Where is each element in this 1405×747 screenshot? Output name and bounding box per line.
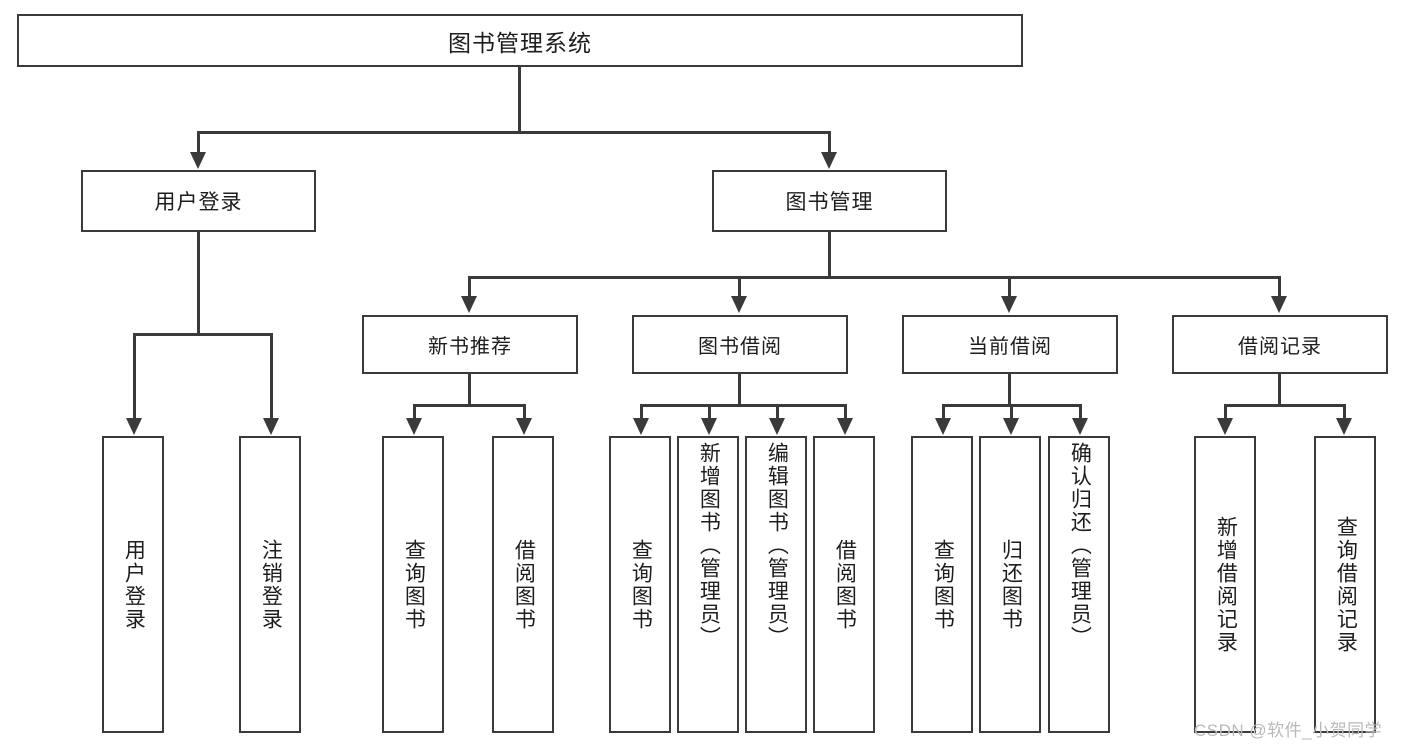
arrowhead-leaf-user-login	[126, 418, 142, 435]
arrowhead-leaf-confirm-return	[1072, 418, 1088, 435]
node-book-management[interactable]: 图书管理	[712, 170, 947, 232]
arrowhead-leaf-add-record	[1217, 418, 1233, 435]
arrowhead-leaf-query-record	[1336, 418, 1352, 435]
connector-book-borrow-drop-2	[708, 404, 711, 419]
connector-root-stem	[518, 67, 521, 132]
leaf-add-book-admin[interactable]: 新增图书（管理员）	[677, 436, 739, 733]
leaf-add-borrow-record[interactable]: 新增借阅记录	[1194, 436, 1256, 733]
arrowhead-borrow-record	[1271, 296, 1287, 313]
leaf-label: 查询图书	[931, 538, 955, 631]
connector-borrow-record-stem	[1278, 374, 1281, 406]
connector-book-mgmt-stem	[828, 232, 831, 278]
leaf-label: 注销登录	[259, 538, 283, 631]
leaf-label: 新增借阅记录	[1214, 515, 1238, 654]
leaf-label: 查询借阅记录	[1334, 515, 1358, 654]
connector-current-borrow-stem	[1008, 374, 1011, 406]
leaf-label: 用户登录	[122, 538, 146, 631]
arrowhead-leaf-logout	[263, 418, 279, 435]
leaf-query-book-recommend[interactable]: 查询图书	[382, 436, 444, 733]
leaf-label: 查询图书	[629, 538, 653, 631]
connector-borrow-record-drop-1	[1224, 404, 1227, 419]
node-label: 图书管理	[785, 191, 874, 214]
leaf-label: 确认归还（管理员）	[1068, 442, 1092, 649]
node-new-book-recommend[interactable]: 新书推荐	[362, 315, 578, 374]
connector-root-to-book-mgmt	[828, 131, 831, 153]
arrowhead-leaf-query-book-2	[633, 418, 649, 435]
arrowhead-book-borrow	[731, 296, 747, 313]
connector-root-to-user-login	[197, 131, 200, 153]
connector-current-borrow-drop-3	[1079, 404, 1082, 419]
leaf-query-book-current[interactable]: 查询图书	[911, 436, 973, 733]
arrowhead-leaf-return-book	[1003, 418, 1019, 435]
connector-book-mgmt-bus	[468, 276, 1280, 279]
node-label: 图书借阅	[698, 336, 782, 358]
node-root-system[interactable]: 图书管理系统	[17, 14, 1023, 67]
leaf-edit-book-admin[interactable]: 编辑图书（管理员）	[745, 436, 807, 733]
leaf-return-book[interactable]: 归还图书	[979, 436, 1041, 733]
arrowhead-book-mgmt	[821, 152, 837, 169]
leaf-label: 借阅图书	[833, 538, 857, 631]
connector-borrow-record-bus	[1224, 404, 1346, 407]
node-label: 借阅记录	[1238, 336, 1322, 358]
connector-book-borrow-drop-1	[640, 404, 643, 419]
node-borrow-record[interactable]: 借阅记录	[1172, 315, 1388, 374]
node-user-login[interactable]: 用户登录	[81, 170, 316, 232]
connector-new-book-drop-2	[523, 404, 526, 419]
connector-to-borrow-record	[1278, 276, 1281, 297]
csdn-watermark: CSDN @软件_小贺同学	[1194, 721, 1383, 740]
connector-book-borrow-stem	[738, 374, 741, 406]
connector-new-book-drop-1	[413, 404, 416, 419]
arrowhead-leaf-edit-book	[769, 418, 785, 435]
leaf-label: 归还图书	[999, 538, 1023, 631]
node-book-borrow[interactable]: 图书借阅	[632, 315, 848, 374]
connector-book-borrow-bus	[640, 404, 845, 407]
arrowhead-leaf-query-book-1	[406, 418, 422, 435]
leaf-logout[interactable]: 注销登录	[239, 436, 301, 733]
leaf-user-login[interactable]: 用户登录	[102, 436, 164, 733]
connector-user-login-drop-1	[133, 333, 136, 419]
node-label: 图书管理系统	[448, 29, 592, 56]
arrowhead-current-borrow	[1001, 296, 1017, 313]
leaf-borrow-book[interactable]: 借阅图书	[813, 436, 875, 733]
connector-to-current-borrow	[1008, 276, 1011, 297]
connector-to-book-borrow	[738, 276, 741, 297]
leaf-label: 新增图书（管理员）	[697, 442, 721, 649]
arrowhead-leaf-borrow-book-2	[837, 418, 853, 435]
leaf-query-book-borrow[interactable]: 查询图书	[609, 436, 671, 733]
connector-root-bus	[197, 131, 831, 134]
arrowhead-user-login	[190, 152, 206, 169]
connector-borrow-record-drop-2	[1343, 404, 1346, 419]
connector-book-borrow-drop-4	[844, 404, 847, 419]
arrowhead-leaf-borrow-book-1	[516, 418, 532, 435]
node-label: 新书推荐	[428, 336, 512, 358]
connector-user-login-drop-2	[270, 333, 273, 419]
node-label: 当前借阅	[968, 336, 1052, 358]
connector-new-book-bus	[413, 404, 526, 407]
leaf-label: 借阅图书	[512, 538, 536, 631]
arrowhead-leaf-add-book	[701, 418, 717, 435]
connector-user-login-bus	[133, 333, 273, 336]
leaf-borrow-book-recommend[interactable]: 借阅图书	[492, 436, 554, 733]
connector-new-book-stem	[468, 374, 471, 406]
connector-book-borrow-drop-3	[776, 404, 779, 419]
connector-current-borrow-drop-2	[1010, 404, 1013, 419]
connector-to-new-book	[468, 276, 471, 297]
node-current-borrow[interactable]: 当前借阅	[902, 315, 1118, 374]
arrowhead-leaf-query-book-3	[935, 418, 951, 435]
leaf-confirm-return-admin[interactable]: 确认归还（管理员）	[1048, 436, 1110, 733]
node-label: 用户登录	[154, 191, 243, 214]
connector-user-login-stem	[197, 232, 200, 336]
connector-current-borrow-drop-1	[942, 404, 945, 419]
leaf-label: 编辑图书（管理员）	[765, 442, 789, 649]
arrowhead-new-book-recommend	[461, 296, 477, 313]
leaf-query-borrow-record[interactable]: 查询借阅记录	[1314, 436, 1376, 733]
leaf-label: 查询图书	[402, 538, 426, 631]
